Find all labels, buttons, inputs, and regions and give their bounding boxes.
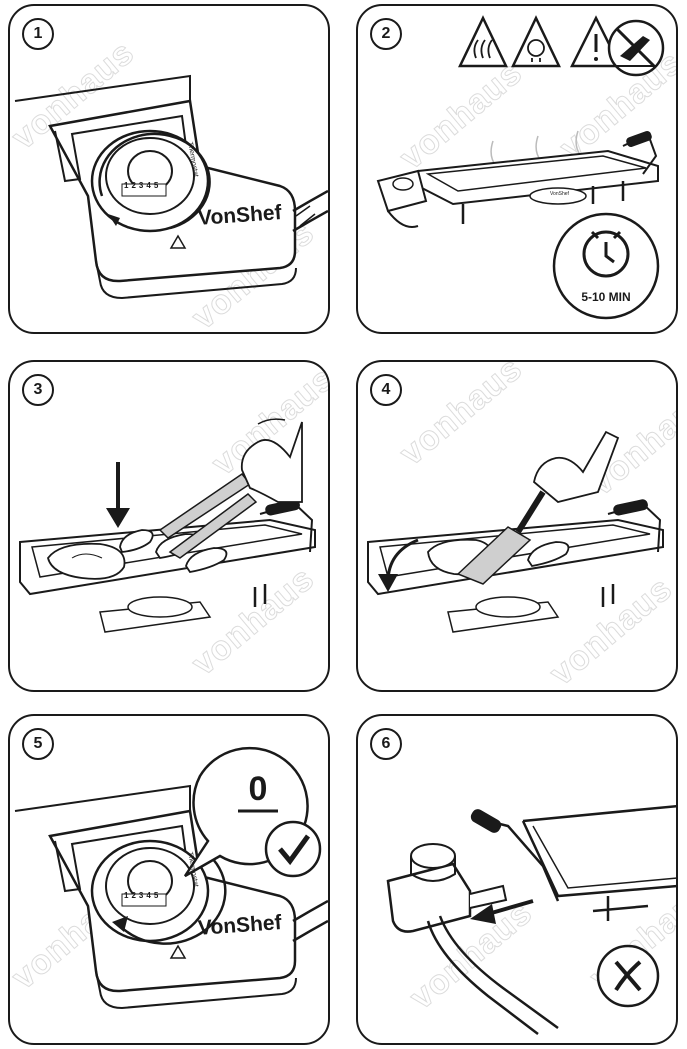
dial-label: 2 (131, 181, 139, 190)
dial-label: 3 (138, 181, 147, 190)
step-number: 3 (22, 374, 54, 406)
dial-labels: 12345 (124, 891, 161, 900)
dial-label: 1 (124, 891, 132, 900)
step-number: 1 (22, 18, 54, 50)
dial-label: 2 (131, 891, 139, 900)
step-3-panel: 3 vonhaus vonhaus (8, 360, 330, 692)
step-4-panel: 4 vonhaus vonhaus vonhaus (356, 360, 678, 692)
cooking-tongs-illustration (19, 418, 316, 633)
dial-label: 4 (146, 891, 154, 900)
brand-mini: VonShef (550, 191, 569, 197)
off-position-label: 0 (248, 770, 268, 808)
step-number: 6 (370, 728, 402, 760)
controller-off-illustration (14, 746, 328, 1010)
step-number: 4 (370, 374, 402, 406)
hot-surface-icon (458, 15, 508, 68)
dial-label: 5 (153, 181, 162, 190)
step-5-panel: 5 vonhaus 0 VonShef 12345 Thermostat (8, 714, 330, 1045)
step-6-panel: 6 vonhaus vonhaus (356, 714, 678, 1045)
step-1-panel: 1 vonhaus vonhaus VonShef 12345 Thermost… (8, 4, 330, 334)
spatula-flip-illustration (367, 430, 664, 633)
time-label: 5-10 MIN (581, 290, 631, 304)
controller-illustration (14, 74, 328, 300)
step-2-panel: 2 vonhaus vonhaus (356, 4, 678, 334)
unplug-illustration (386, 804, 676, 1035)
dial-label: 4 (146, 181, 154, 190)
caution-icon (569, 15, 623, 68)
step-number: 2 (370, 18, 402, 50)
dial-label: 5 (153, 891, 162, 900)
griddle-illustration (376, 15, 665, 320)
steam-icon (511, 15, 561, 68)
dial-label: 1 (124, 181, 132, 190)
step-number: 5 (22, 728, 54, 760)
no-touch-hot-icon (607, 19, 665, 77)
dial-labels: 12345 (124, 181, 161, 190)
dial-label: 3 (138, 891, 147, 900)
